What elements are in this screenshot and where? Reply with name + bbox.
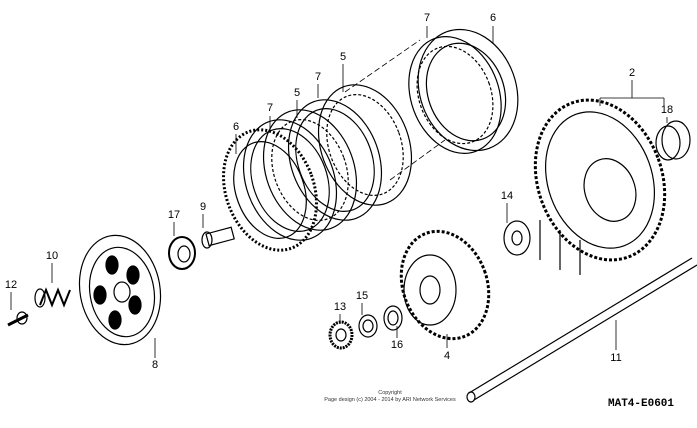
callout-5: 5 <box>293 87 301 99</box>
callout-10: 10 <box>45 250 59 262</box>
pressure-plate-8 <box>78 234 162 346</box>
callout-4: 4 <box>443 350 451 362</box>
clutch-plate-6-front <box>222 128 318 252</box>
spring-10 <box>34 287 71 308</box>
clutch-plate-5 <box>317 84 413 206</box>
callout-15: 15 <box>355 290 369 302</box>
clutch-disc-7 <box>287 99 383 221</box>
bolt-9 <box>201 226 235 249</box>
callout-9: 9 <box>199 201 207 213</box>
clutch-disc-7-rear <box>408 36 502 154</box>
callout-17: 17 <box>167 209 181 221</box>
callout-7: 7 <box>423 12 431 24</box>
callout-2: 2 <box>628 67 636 79</box>
washer-16 <box>383 305 403 331</box>
copyright-text: Page design (c) 2004 - 2014 by ARI Netwo… <box>324 397 456 403</box>
callout-13: 13 <box>333 301 347 313</box>
diagram-code: MAT4-E0601 <box>608 398 675 410</box>
callout-18: 18 <box>660 104 674 116</box>
callout-5: 5 <box>339 51 347 63</box>
copyright-title: Copyright <box>378 390 402 396</box>
gear-13 <box>328 320 354 350</box>
clutch-plate-6-rear <box>417 28 519 152</box>
copyright-notice: Copyright Page design (c) 2004 - 2014 by… <box>300 390 480 404</box>
leader-lines <box>10 26 668 358</box>
clutch-disc-7c <box>242 119 338 241</box>
bearing-17 <box>168 236 196 270</box>
bolt-12 <box>7 311 29 327</box>
callout-11: 11 <box>610 352 622 364</box>
clutch-center-4 <box>399 229 491 341</box>
callout-6: 6 <box>489 12 497 24</box>
clutch-outer-2 <box>533 98 667 275</box>
lifter-rod-11 <box>466 257 697 403</box>
clutch-plate-5b <box>262 109 358 231</box>
callout-12: 12 <box>4 279 18 291</box>
callout-14: 14 <box>500 190 514 202</box>
thrust-washer-14 <box>503 220 531 256</box>
callout-7: 7 <box>266 102 274 114</box>
callout-8: 8 <box>151 359 159 371</box>
callout-6: 6 <box>232 121 240 133</box>
callout-7: 7 <box>314 71 322 83</box>
callout-16: 16 <box>390 339 404 351</box>
washer-15 <box>358 314 378 338</box>
needle-bearing-18 <box>655 120 691 161</box>
